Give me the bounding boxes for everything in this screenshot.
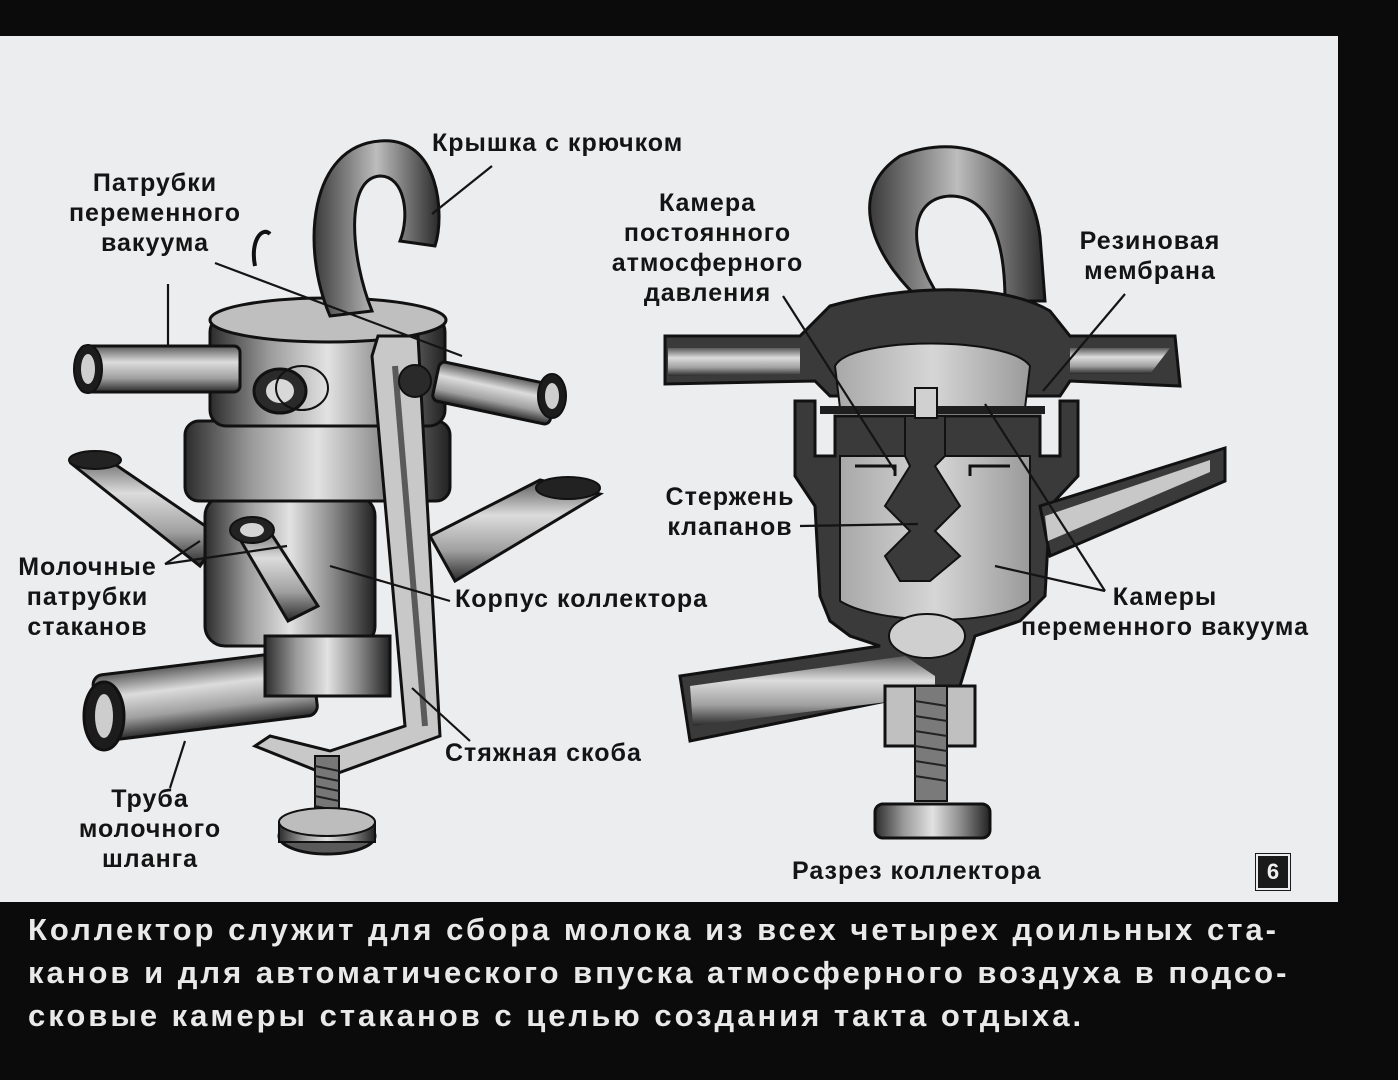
label-constant-pressure-chamber: Камера постоянного атмосферного давления: [611, 189, 804, 307]
label-rubber-membrane: Резиновая мембрана: [1079, 227, 1221, 285]
label-clamp-bracket: Стяжная скоба: [445, 739, 642, 767]
diagram-panel: Крышка с крючком Патрубки переменного ва…: [0, 36, 1338, 902]
label-variable-vacuum-pipes: Патрубки переменного вакуума: [68, 169, 242, 257]
slide-caption: Коллектор служит для сбора молока из все…: [28, 912, 1290, 1033]
label-cover-with-hook: Крышка с крючком: [432, 129, 684, 157]
leader-lines: [164, 165, 1126, 789]
collector-cross-section: [663, 145, 1227, 840]
collector-illustration: [68, 139, 1227, 856]
label-section-title: Разрез коллектора: [792, 857, 1042, 885]
slide-number-badge: 6: [1255, 853, 1291, 891]
label-valve-rod: Стержень клапанов: [665, 483, 795, 541]
label-milk-hose-tube: Труба молочного шланга: [78, 785, 222, 873]
collector-exterior-view: [68, 139, 604, 856]
label-collector-body: Корпус коллектора: [455, 585, 709, 613]
label-variable-vacuum-chambers: Камеры переменного вакуума: [1020, 583, 1310, 641]
label-milk-cup-pipes: Молочные патрубки стаканов: [18, 553, 157, 641]
